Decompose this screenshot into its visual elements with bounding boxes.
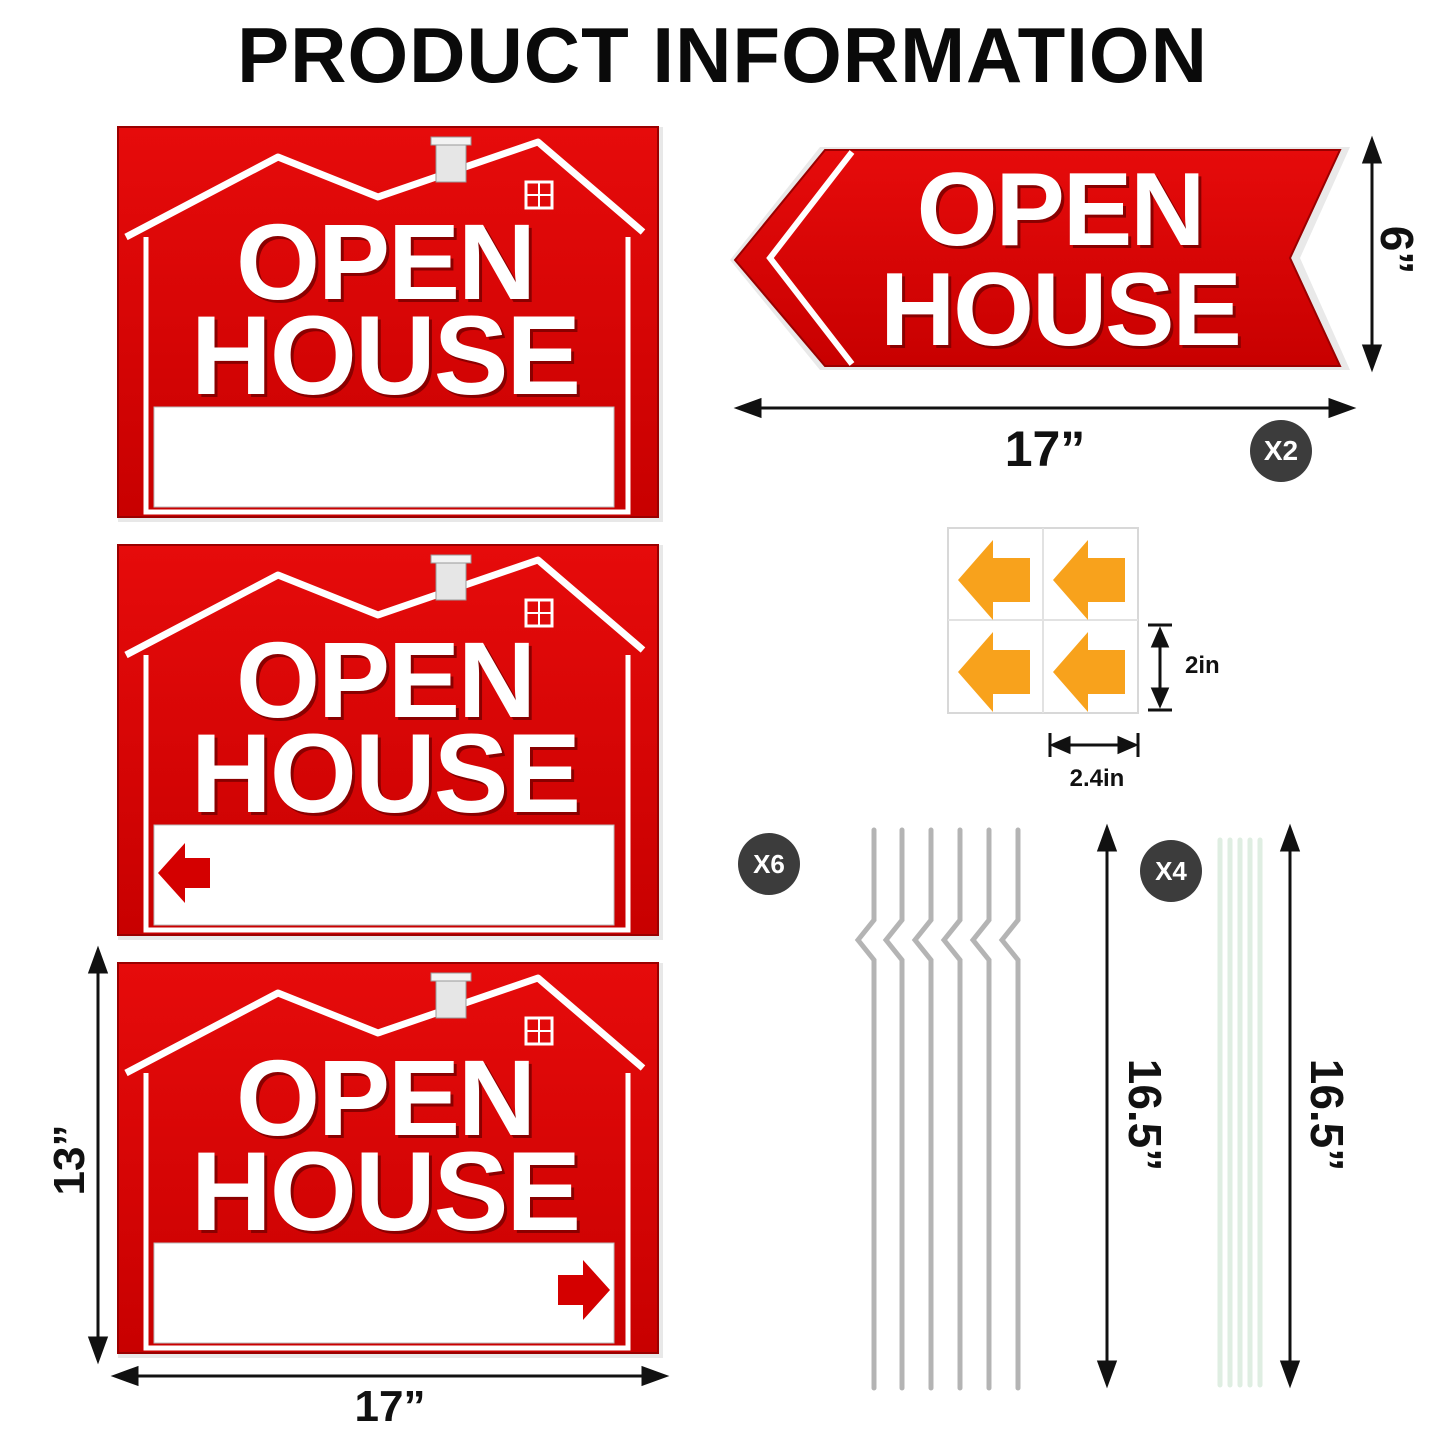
sticker-height-dimension xyxy=(1148,623,1172,712)
arrow-sign xyxy=(730,147,1350,370)
arrow-sign-height-dimension xyxy=(1361,135,1383,373)
arrow-sign-line-1: OPEN xyxy=(916,152,1206,268)
zigzag-stakes-length-dimension xyxy=(1096,823,1118,1389)
sign-width-label: 17” xyxy=(354,1382,426,1431)
sign-height-label: 13” xyxy=(45,1124,94,1196)
zigzag-stakes-length-label: 16.5” xyxy=(1119,1058,1171,1172)
right-arrow-icon xyxy=(558,1260,610,1320)
arrow-sign-width-dimension xyxy=(733,397,1357,419)
sign-2-line-2: HOUSE xyxy=(190,711,581,836)
sign-1-line-1: OPEN xyxy=(235,201,536,322)
straight-stakes xyxy=(1217,837,1263,1388)
arrow-sign-quantity-badge: X2 xyxy=(1250,420,1312,482)
arrow-sign-height-label: 6” xyxy=(1371,225,1423,275)
sign-height-dimension xyxy=(87,945,109,1365)
orange-arrow-sticker-sheet xyxy=(947,527,1139,714)
sign-width-dimension xyxy=(110,1365,670,1387)
left-arrow-icon xyxy=(158,843,210,903)
sticker-width-dimension xyxy=(1048,733,1140,757)
sticker-width-label: 2.4in xyxy=(1069,765,1125,792)
sign-1-line-2: HOUSE xyxy=(190,293,581,418)
arrow-sign-width-label: 17” xyxy=(1004,421,1086,477)
zigzag-stakes-quantity-badge: X6 xyxy=(738,833,800,895)
sign-2-line-1: OPEN xyxy=(235,619,536,740)
straight-stakes-quantity-badge: X4 xyxy=(1140,840,1202,902)
sticker-height-label: 2in xyxy=(1185,652,1220,679)
arrow-sign-line-2: HOUSE xyxy=(880,252,1242,368)
orange-arrow-sticker-icon xyxy=(958,540,1125,712)
page-title: PRODUCT INFORMATION xyxy=(237,11,1208,99)
straight-stakes-length-label: 16.5” xyxy=(1301,1058,1353,1172)
zigzag-stakes xyxy=(854,827,1021,1391)
sign-3-line-1: OPEN xyxy=(235,1037,536,1158)
straight-stakes-length-dimension xyxy=(1279,823,1301,1389)
sign-3-line-2: HOUSE xyxy=(190,1129,581,1254)
